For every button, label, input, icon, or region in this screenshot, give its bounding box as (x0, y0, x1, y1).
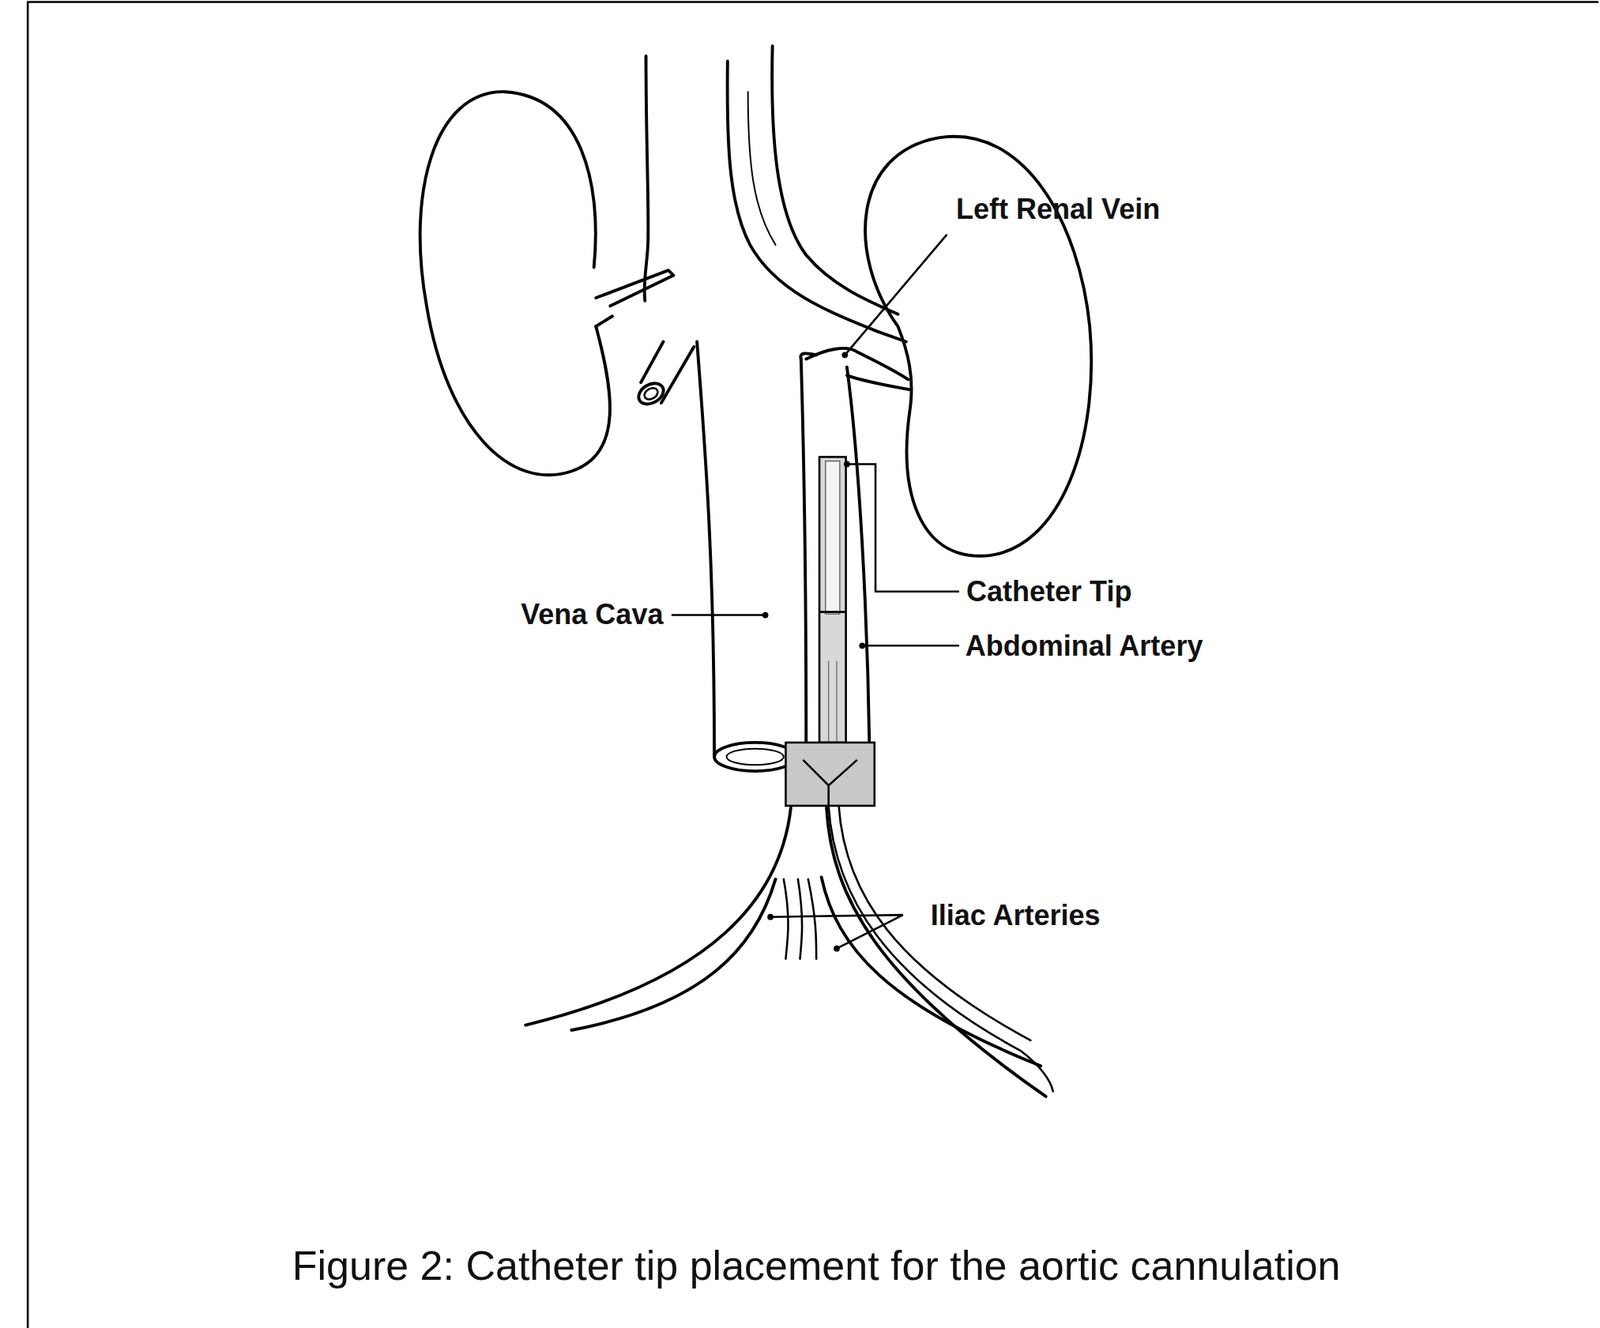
renal-vessel (595, 270, 674, 306)
leader-line (862, 644, 960, 648)
vena-cava (727, 60, 907, 342)
clamp-mark (802, 760, 857, 806)
leader-dot (841, 351, 848, 358)
vena-cava (644, 56, 649, 302)
vena-cava (696, 342, 715, 757)
leader-dot (767, 914, 774, 921)
iliac-artery (571, 879, 776, 1031)
label-text: Left Renal Vein (956, 193, 1160, 226)
left-renal-vein (847, 375, 911, 390)
label-text: Abdominal Artery (965, 630, 1204, 663)
small-vessel (783, 879, 817, 960)
catheter-seam (819, 610, 847, 614)
renal-vessel (595, 316, 613, 327)
leader-dot (833, 945, 840, 953)
leader-line (847, 463, 960, 592)
vessel-cut (642, 385, 660, 402)
leader-line (671, 613, 766, 617)
label-text: Iliac Arteries (930, 899, 1101, 932)
abdominal-artery (847, 367, 870, 743)
vessel-cut (635, 379, 668, 409)
kidney (420, 91, 610, 475)
abdominal-artery (800, 353, 817, 359)
frame (27, 2, 1598, 1328)
leader-dot (762, 612, 769, 619)
vena-cava (771, 45, 898, 315)
left-renal-vein (805, 348, 908, 380)
catheter (819, 456, 847, 743)
catheter-tubing (828, 805, 1054, 1092)
leader-line (770, 914, 904, 949)
clamp (785, 742, 874, 806)
leader-dot (858, 642, 866, 649)
figure-caption: Figure 2: Catheter tip placement for the… (292, 1243, 1341, 1289)
vessel-cut (714, 742, 796, 772)
abdominal-artery (801, 358, 806, 742)
vena-cava (748, 91, 776, 245)
leader-line (844, 234, 947, 355)
catheter-seam (828, 661, 829, 743)
vessel-cut (726, 749, 784, 766)
catheter-seam (835, 661, 837, 743)
leader-dot (843, 461, 851, 468)
iliac-artery (525, 808, 791, 1026)
catheter-inner (825, 461, 840, 615)
renal-vessel (640, 342, 694, 403)
label-text: Catheter Tip (966, 576, 1132, 608)
label-text: Vena Cava (520, 598, 663, 631)
